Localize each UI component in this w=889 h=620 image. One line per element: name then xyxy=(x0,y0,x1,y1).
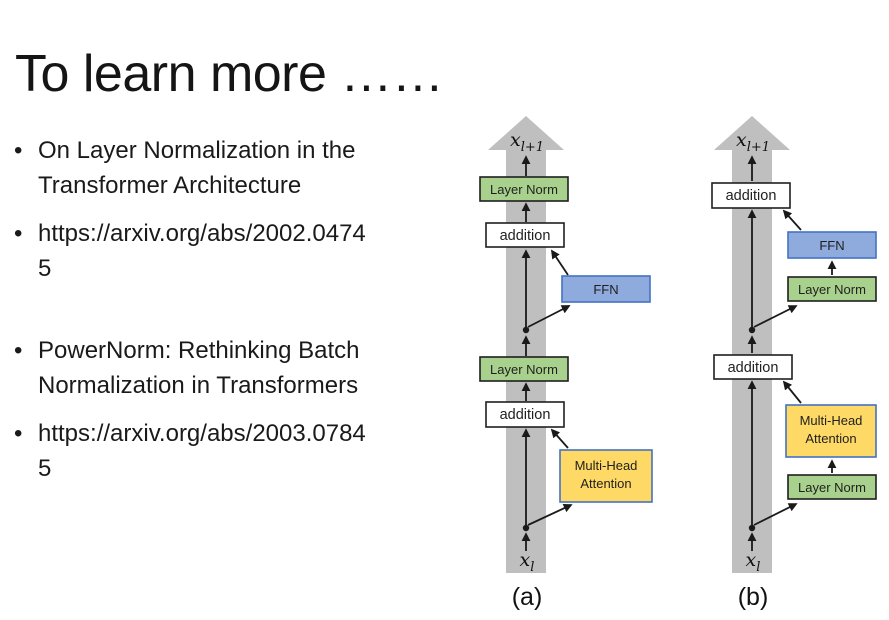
bullet-icon: • xyxy=(14,337,23,364)
layer-norm-box xyxy=(479,356,569,382)
ffn-label: FFN xyxy=(819,238,844,253)
bullet-icon: • xyxy=(14,420,23,447)
slide-title: To learn more …… xyxy=(15,44,444,103)
bullet-link-text: https://arxiv.org/abs/2002.04745 xyxy=(38,220,366,282)
layer-norm-label: Layer Norm xyxy=(798,282,866,297)
ffn-box xyxy=(561,275,651,303)
flow-arrow xyxy=(527,503,573,526)
flow-arrow xyxy=(527,305,571,328)
branch-point-dot xyxy=(748,524,756,532)
multi-head-attention-box xyxy=(785,404,877,458)
x-l-plus-1-label: xl+1 xyxy=(510,129,544,155)
flow-arrow xyxy=(550,428,569,449)
layer-norm-label: Layer Norm xyxy=(490,362,558,377)
layer-norm-label: Layer Norm xyxy=(798,480,866,495)
caption-a: (a) xyxy=(512,583,543,611)
residual-stream-arrowhead xyxy=(488,116,564,150)
addition-label: addition xyxy=(728,360,779,376)
bullet-icon: • xyxy=(14,137,23,164)
branch-point-dot xyxy=(522,326,530,334)
multi-head-attention-label: Attention xyxy=(805,431,856,446)
addition-box xyxy=(713,354,793,380)
ffn-box xyxy=(787,231,877,259)
branch-point-dot xyxy=(522,524,530,532)
multi-head-attention-box xyxy=(559,449,653,503)
bullet-item: • https://arxiv.org/abs/2002.04745 xyxy=(10,216,374,286)
multi-head-attention-label: Attention xyxy=(580,476,631,491)
addition-label: addition xyxy=(726,188,777,204)
flow-arrow xyxy=(551,249,569,276)
diagram-a: Layer Norm addition FFN Layer Norm addit… xyxy=(479,116,653,611)
bullet-text: On Layer Normalization in the Transforme… xyxy=(38,137,356,199)
layer-norm-box xyxy=(479,176,569,202)
addition-box xyxy=(711,182,791,209)
layer-norm-box xyxy=(787,276,877,302)
x-l-label: xl xyxy=(520,549,535,575)
caption-b: (b) xyxy=(738,583,769,611)
bullet-list: • On Layer Normalization in the Transfor… xyxy=(10,133,374,499)
addition-box xyxy=(485,401,565,428)
bullet-icon: • xyxy=(14,220,23,247)
addition-label: addition xyxy=(500,407,551,423)
flow-arrow xyxy=(782,380,802,404)
addition-label: addition xyxy=(500,228,551,244)
x-l-label: xl xyxy=(746,549,761,575)
flow-arrow xyxy=(753,305,798,328)
flow-arrow xyxy=(782,209,802,231)
layer-norm-box xyxy=(787,474,877,500)
diagram-b: addition FFN Layer Norm addition Multi-H… xyxy=(711,116,877,611)
architecture-figure: Layer Norm addition FFN Layer Norm addit… xyxy=(479,116,877,611)
flow-arrow xyxy=(753,503,798,526)
multi-head-attention-label: Multi-Head xyxy=(800,413,863,428)
branch-point-dot xyxy=(748,326,756,334)
x-l-plus-1-label: xl+1 xyxy=(736,129,770,155)
bullet-text: PowerNorm: Rethinking Batch Normalizatio… xyxy=(38,337,360,399)
bullet-item: • https://arxiv.org/abs/2003.07845 xyxy=(10,416,374,486)
layer-norm-label: Layer Norm xyxy=(490,182,558,197)
bullet-item: • PowerNorm: Rethinking Batch Normalizat… xyxy=(10,333,374,403)
bullet-item: • On Layer Normalization in the Transfor… xyxy=(10,133,374,203)
addition-box xyxy=(485,222,565,248)
ffn-label: FFN xyxy=(593,282,618,297)
residual-stream-arrowhead xyxy=(714,116,790,150)
bullet-link-text: https://arxiv.org/abs/2003.07845 xyxy=(38,420,366,482)
multi-head-attention-label: Multi-Head xyxy=(575,458,638,473)
